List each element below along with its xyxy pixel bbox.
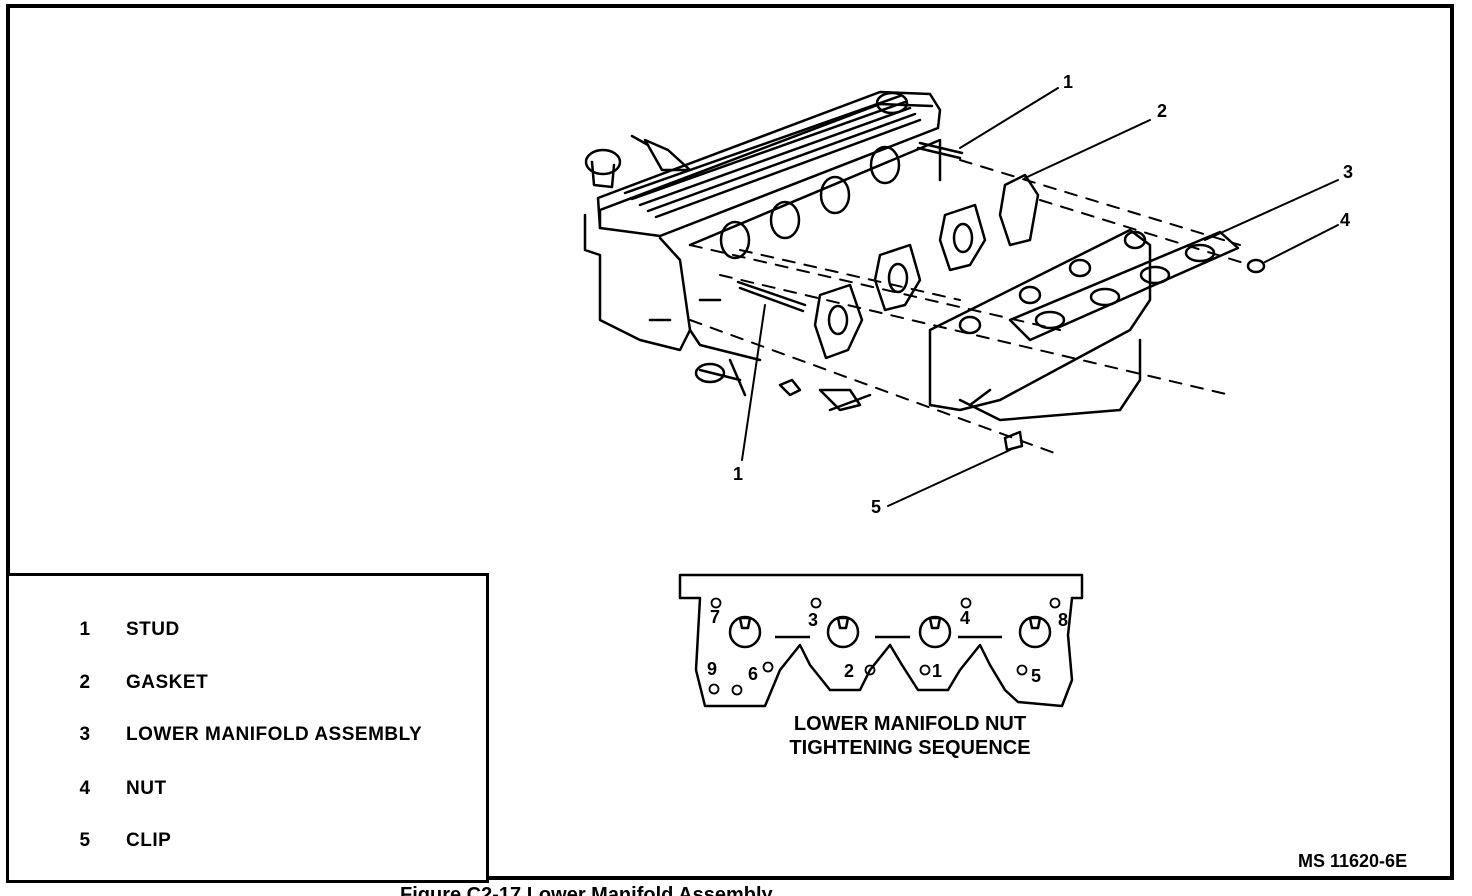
legend-label: LOWER MANIFOLD ASSEMBLY	[126, 724, 423, 745]
legend-label: NUT	[126, 778, 167, 799]
gaskets	[813, 173, 1040, 360]
assembly-dash-lines	[689, 159, 1251, 456]
figure-frame	[6, 4, 1454, 880]
seq-number: 5	[1031, 666, 1041, 686]
callout-1-bottom: 1	[733, 464, 744, 484]
nut	[1246, 258, 1266, 274]
legend-number: 2	[79, 672, 91, 693]
cylinder-head	[583, 138, 942, 412]
callout-4: 4	[1340, 210, 1351, 230]
callout-2: 2	[1157, 101, 1168, 121]
parts-legend: 1 STUD 2 GASKET 3 LOWER MANIFOLD ASSEMBL…	[6, 573, 489, 883]
legend-row: 1 STUD	[9, 619, 486, 645]
leader-lines	[741, 87, 1339, 507]
legend-number: 4	[79, 778, 91, 799]
legend-number: 3	[79, 724, 91, 745]
legend-label: GASKET	[126, 672, 209, 693]
clip	[1003, 430, 1024, 452]
sequence-title-line1: LOWER MANIFOLD NUT	[793, 713, 1027, 735]
seq-number: 3	[808, 610, 818, 630]
seq-number: 6	[748, 664, 758, 684]
legend-number: 5	[79, 830, 91, 851]
callout-5: 5	[871, 497, 882, 517]
seq-number: 7	[710, 607, 720, 627]
legend-number: 1	[79, 619, 91, 640]
tightening-sequence-plate	[678, 573, 1084, 708]
legend-row: 5 CLIP	[9, 830, 486, 856]
callout-1-top: 1	[1063, 72, 1074, 92]
seq-number: 1	[932, 661, 942, 681]
seq-number: 8	[1058, 610, 1068, 630]
seq-number: 2	[844, 661, 854, 681]
legend-label: CLIP	[126, 830, 172, 851]
legend-row: 2 GASKET	[9, 672, 486, 698]
callout-3: 3	[1343, 162, 1354, 182]
valve-cover	[584, 90, 942, 238]
figure-id: MS 11620-6E	[1298, 851, 1408, 871]
lower-manifold	[928, 228, 1240, 422]
stud-bottom	[736, 280, 807, 313]
legend-label: STUD	[126, 619, 180, 640]
stud-top	[916, 141, 964, 160]
sequence-title-line2: TIGHTENING SEQUENCE	[789, 737, 1031, 759]
sequence-title: LOWER MANIFOLD NUT TIGHTENING SEQUENCE	[740, 712, 1080, 760]
seq-number: 9	[707, 659, 717, 679]
seq-number: 4	[960, 608, 970, 628]
figure-caption: Figure C2-17 Lower Manifold Assembly	[400, 884, 773, 896]
legend-row: 3 LOWER MANIFOLD ASSEMBLY	[9, 724, 486, 750]
sequence-numbers: 7 9 6 3 2 4 1 8 5	[707, 607, 1068, 686]
legend-row: 4 NUT	[9, 778, 486, 804]
